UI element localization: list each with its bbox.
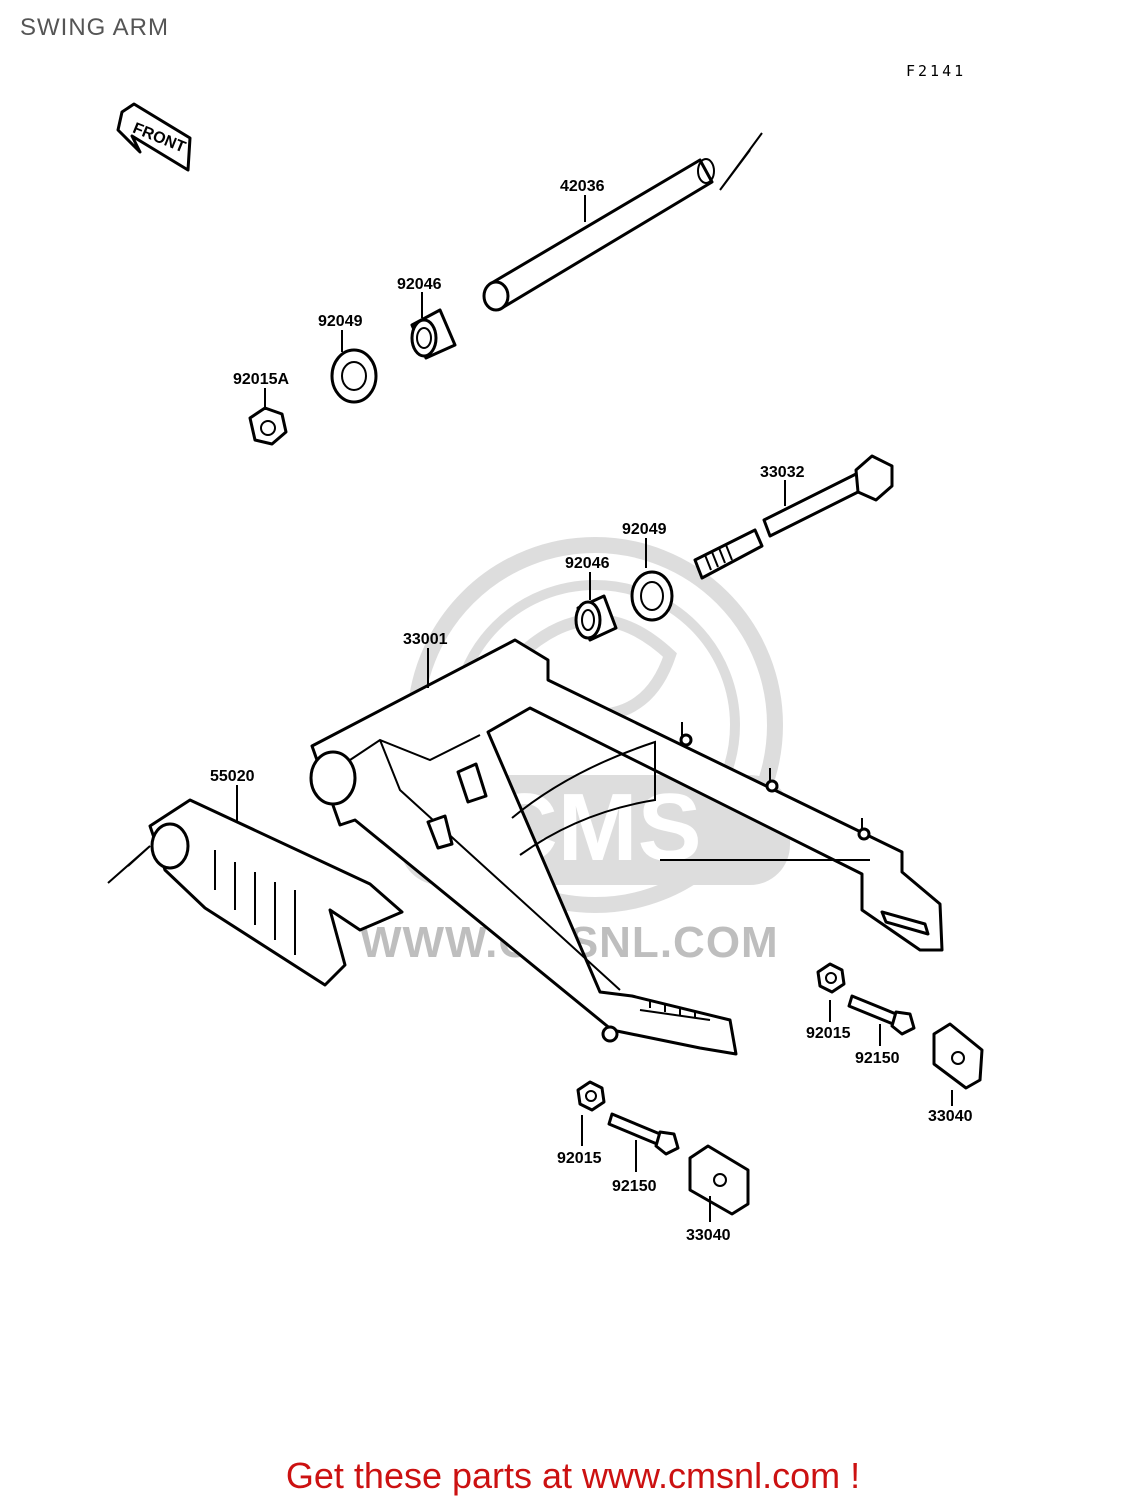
part-label-92046-mid: 92046 [565, 555, 610, 572]
sleeve-tube-42036 [482, 132, 763, 312]
call-to-action-link[interactable]: Get these parts at www.cmsnl.com ! [285, 1455, 861, 1496]
nut-92015-right [816, 962, 846, 994]
part-label-92150-right: 92150 [855, 1050, 900, 1067]
part-label-55020: 55020 [210, 768, 255, 785]
part-label-92015-right: 92015 [806, 1025, 851, 1042]
adjuster-block-33040-left [688, 1144, 750, 1216]
part-label-33040-left: 33040 [686, 1227, 731, 1244]
needle-bearing-top [410, 308, 457, 360]
nut-92015-left [576, 1080, 606, 1112]
oil-seal-mid [630, 570, 674, 622]
part-label-92015-left: 92015 [557, 1150, 602, 1167]
figure-code: F2141 [906, 62, 967, 80]
part-label-92150-left: 92150 [612, 1178, 657, 1195]
oil-seal-top [330, 348, 378, 404]
bolt-92150-left [607, 1112, 680, 1156]
part-label-92015A: 92015A [233, 371, 289, 388]
front-arrow-icon: FRONT [116, 102, 192, 172]
part-label-92046-top: 92046 [397, 276, 442, 293]
adjuster-block-33040-right [932, 1022, 984, 1090]
part-label-92049-mid: 92049 [622, 521, 667, 538]
part-label-33040-right: 33040 [928, 1108, 973, 1125]
page-title: SWING ARM [20, 14, 170, 41]
chain-guard-55020 [107, 798, 404, 987]
nut-92015A [248, 406, 288, 446]
part-label-92049-top: 92049 [318, 313, 363, 330]
swing-arm-33001 [309, 638, 944, 1056]
part-label-42036: 42036 [560, 178, 605, 195]
part-label-33001: 33001 [403, 631, 448, 648]
bolt-92150-right [847, 994, 916, 1036]
pivot-bolt-33032 [693, 454, 894, 580]
exploded-parts-diagram: FRONT [107, 102, 984, 1244]
needle-bearing-mid [574, 594, 618, 642]
part-label-33032: 33032 [760, 464, 805, 481]
